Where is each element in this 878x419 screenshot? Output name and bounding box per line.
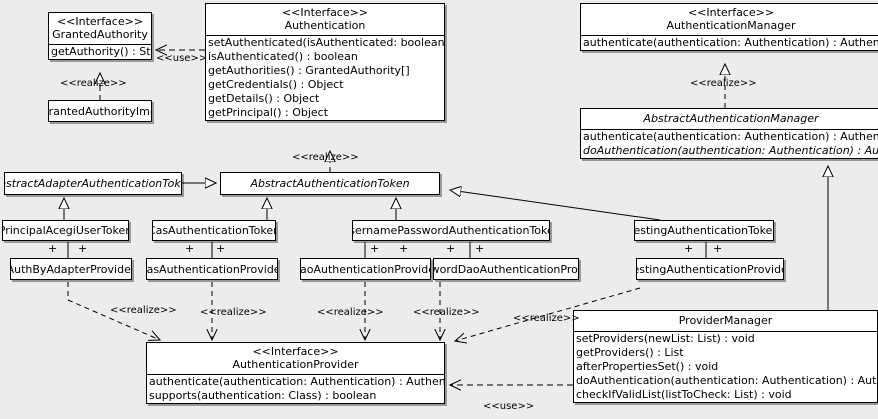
- authentication-provider-stereotype: <<Interface>>: [252, 345, 339, 358]
- authentication-manager-name: AuthenticationManager: [666, 19, 796, 32]
- class-box-granted-authority[interactable]: <<Interface>> GrantedAuthority getAuthor…: [48, 12, 152, 60]
- granted-authority-name: GrantedAuthority: [52, 28, 148, 41]
- class-box-granted-authority-impl[interactable]: GrantedAuthorityImpl: [48, 100, 152, 122]
- divider: [574, 331, 877, 332]
- authentication-name: Authentication: [284, 19, 366, 32]
- class-box-authentication-provider[interactable]: <<Interface>> AuthenticationProvider aut…: [146, 342, 445, 404]
- edge-label-use-provider-manager: <<use>>: [483, 401, 535, 412]
- operation: getCredentials() : Object: [208, 78, 344, 91]
- class-box-testing-authentication-provider[interactable]: TestingAuthenticationProvider: [636, 258, 784, 280]
- multiplicity-plus: +: [399, 242, 409, 255]
- class-box-authentication[interactable]: <<Interface>> Authentication setAuthenti…: [205, 3, 445, 121]
- operation: afterPropertiesSet() : void: [576, 360, 719, 373]
- edge-label-realize-dao-provider: <<realize>>: [317, 307, 384, 318]
- class-box-testing-authentication-token[interactable]: TestingAuthenticationToken: [634, 220, 774, 241]
- multiplicity-plus: +: [185, 242, 195, 255]
- authentication-provider-operations: authenticate(authentication: Authenticat…: [147, 375, 444, 403]
- edge-label-use-granted-authority: <<use>>: [156, 53, 208, 64]
- authentication-header: <<Interface>> Authentication: [206, 4, 444, 35]
- divider: [206, 35, 444, 36]
- dao-authentication-provider-name: DaoAuthenticationProvider: [300, 262, 430, 276]
- abstract-authentication-manager-header: AbstractAuthenticationManager: [581, 109, 878, 129]
- operation: supports(authentication: Class) : boolea…: [149, 389, 377, 402]
- operation: authenticate(authentication: Authenticat…: [583, 130, 878, 143]
- class-box-dao-authentication-provider[interactable]: DaoAuthenticationProvider: [300, 258, 431, 280]
- authentication-stereotype: <<Interface>>: [281, 6, 369, 19]
- operation: authenticate(authentication: Authenticat…: [583, 36, 878, 49]
- edge-label-realize-testing-provider: <<realize>>: [513, 313, 580, 324]
- auth-by-adapter-provider-name: AuthByAdapterProvider: [10, 262, 132, 276]
- provider-manager-operations: setProviders(newList: List) : void getPr…: [574, 332, 877, 402]
- operation: setProviders(newList: List) : void: [576, 332, 755, 345]
- operation: isAuthenticated() : boolean: [208, 50, 358, 63]
- granted-authority-stereotype: <<Interface>>: [56, 15, 144, 28]
- username-password-authentication-token-name: UsernamePasswordAuthenticationToken: [352, 224, 550, 237]
- class-box-abstract-authentication-token[interactable]: AbstractAuthenticationToken: [220, 172, 440, 195]
- authentication-provider-header: <<Interface>> AuthenticationProvider: [147, 343, 444, 374]
- divider: [581, 35, 878, 36]
- operation: getPrincipal() : Object: [208, 106, 329, 119]
- granted-authority-header: <<Interface>> GrantedAuthority: [49, 13, 151, 44]
- authentication-manager-header: <<Interface>> AuthenticationManager: [581, 4, 878, 35]
- provider-manager-header: ProviderManager: [574, 311, 877, 331]
- abstract-authentication-token-name: AbstractAuthenticationToken: [250, 177, 410, 190]
- class-box-abstract-authentication-manager[interactable]: AbstractAuthenticationManager authentica…: [580, 108, 878, 159]
- class-box-cas-authentication-provider[interactable]: CasAuthenticationProvider: [146, 258, 278, 280]
- multiplicity-plus: +: [78, 242, 88, 255]
- divider: [581, 129, 878, 130]
- class-box-password-dao-authentication-provider[interactable]: PasswordDaoAuthenticationProvider: [433, 258, 579, 280]
- class-box-provider-manager[interactable]: ProviderManager setProviders(newList: Li…: [573, 310, 878, 403]
- multiplicity-plus: +: [48, 242, 58, 255]
- cas-authentication-provider-name: CasAuthenticationProvider: [146, 262, 278, 276]
- class-box-auth-by-adapter-provider[interactable]: AuthByAdapterProvider: [10, 258, 132, 280]
- operation: checkIfValidList(listToCheck: List) : vo…: [576, 388, 792, 401]
- abstract-authentication-manager-name: AbstractAuthenticationManager: [643, 112, 819, 125]
- class-box-abstract-adapter-authentication-token[interactable]: AbstractAdapterAuthenticationToken: [4, 172, 182, 195]
- class-box-principal-acegi-user-token[interactable]: PrincipalAcegiUserToken: [2, 220, 129, 241]
- cas-authentication-token-name: CasAuthenticationToken: [152, 224, 276, 237]
- granted-authority-impl-name: GrantedAuthorityImpl: [48, 104, 151, 118]
- multiplicity-plus: +: [370, 242, 380, 255]
- testing-authentication-provider-name: TestingAuthenticationProvider: [637, 262, 783, 276]
- operation: getProviders() : List: [576, 346, 684, 359]
- edge-label-realize-cas-provider: <<realize>>: [200, 307, 267, 318]
- edge-label-realize-abstract-authentication-token: <<realize>>: [292, 152, 359, 163]
- testing-authentication-token-name: TestingAuthenticationToken: [634, 224, 774, 237]
- edge-label-realize-abstract-authentication-manager: <<realize>>: [690, 78, 757, 89]
- principal-acegi-user-token-name: PrincipalAcegiUserToken: [2, 224, 129, 237]
- multiplicity-plus: +: [475, 242, 485, 255]
- class-box-cas-authentication-token[interactable]: CasAuthenticationToken: [152, 220, 276, 241]
- authentication-manager-operations: authenticate(authentication: Authenticat…: [581, 36, 878, 50]
- edge-label-realize-granted-authority-impl: <<realize>>: [60, 78, 127, 89]
- class-box-username-password-authentication-token[interactable]: UsernamePasswordAuthenticationToken: [352, 220, 550, 241]
- multiplicity-plus: +: [446, 242, 456, 255]
- abstract-adapter-authentication-token-name: AbstractAdapterAuthenticationToken: [5, 177, 181, 190]
- operation: getDetails() : Object: [208, 92, 320, 105]
- granted-authority-operations: getAuthority() : String: [49, 45, 151, 59]
- operation: authenticate(authentication: Authenticat…: [149, 375, 444, 388]
- edge-label-realize-auth-by-adapter-provider: <<realize>>: [110, 305, 177, 316]
- multiplicity-plus: +: [216, 242, 226, 255]
- class-box-authentication-manager[interactable]: <<Interface>> AuthenticationManager auth…: [580, 3, 878, 51]
- abstract-authentication-manager-operations: authenticate(authentication: Authenticat…: [581, 130, 878, 158]
- authentication-provider-name: AuthenticationProvider: [232, 358, 359, 371]
- authentication-manager-stereotype: <<Interface>>: [687, 6, 775, 19]
- provider-manager-name: ProviderManager: [678, 314, 773, 327]
- divider: [49, 44, 151, 45]
- operation: getAuthorities() : GrantedAuthority[]: [208, 64, 410, 77]
- operation: getAuthority() : String: [51, 45, 151, 58]
- multiplicity-plus: +: [684, 242, 694, 255]
- password-dao-authentication-provider-name: PasswordDaoAuthenticationProvider: [433, 262, 578, 276]
- multiplicity-plus: +: [713, 242, 723, 255]
- operation: doAuthentication(authentication: Authent…: [576, 374, 877, 387]
- operation: doAuthentication(authentication: Authent…: [583, 144, 878, 157]
- divider: [147, 374, 444, 375]
- authentication-operations: setAuthenticated(isAuthenticated: boolea…: [206, 36, 444, 120]
- edge-label-realize-password-dao-provider: <<realize>>: [413, 307, 480, 318]
- operation: setAuthenticated(isAuthenticated: boolea…: [208, 36, 445, 49]
